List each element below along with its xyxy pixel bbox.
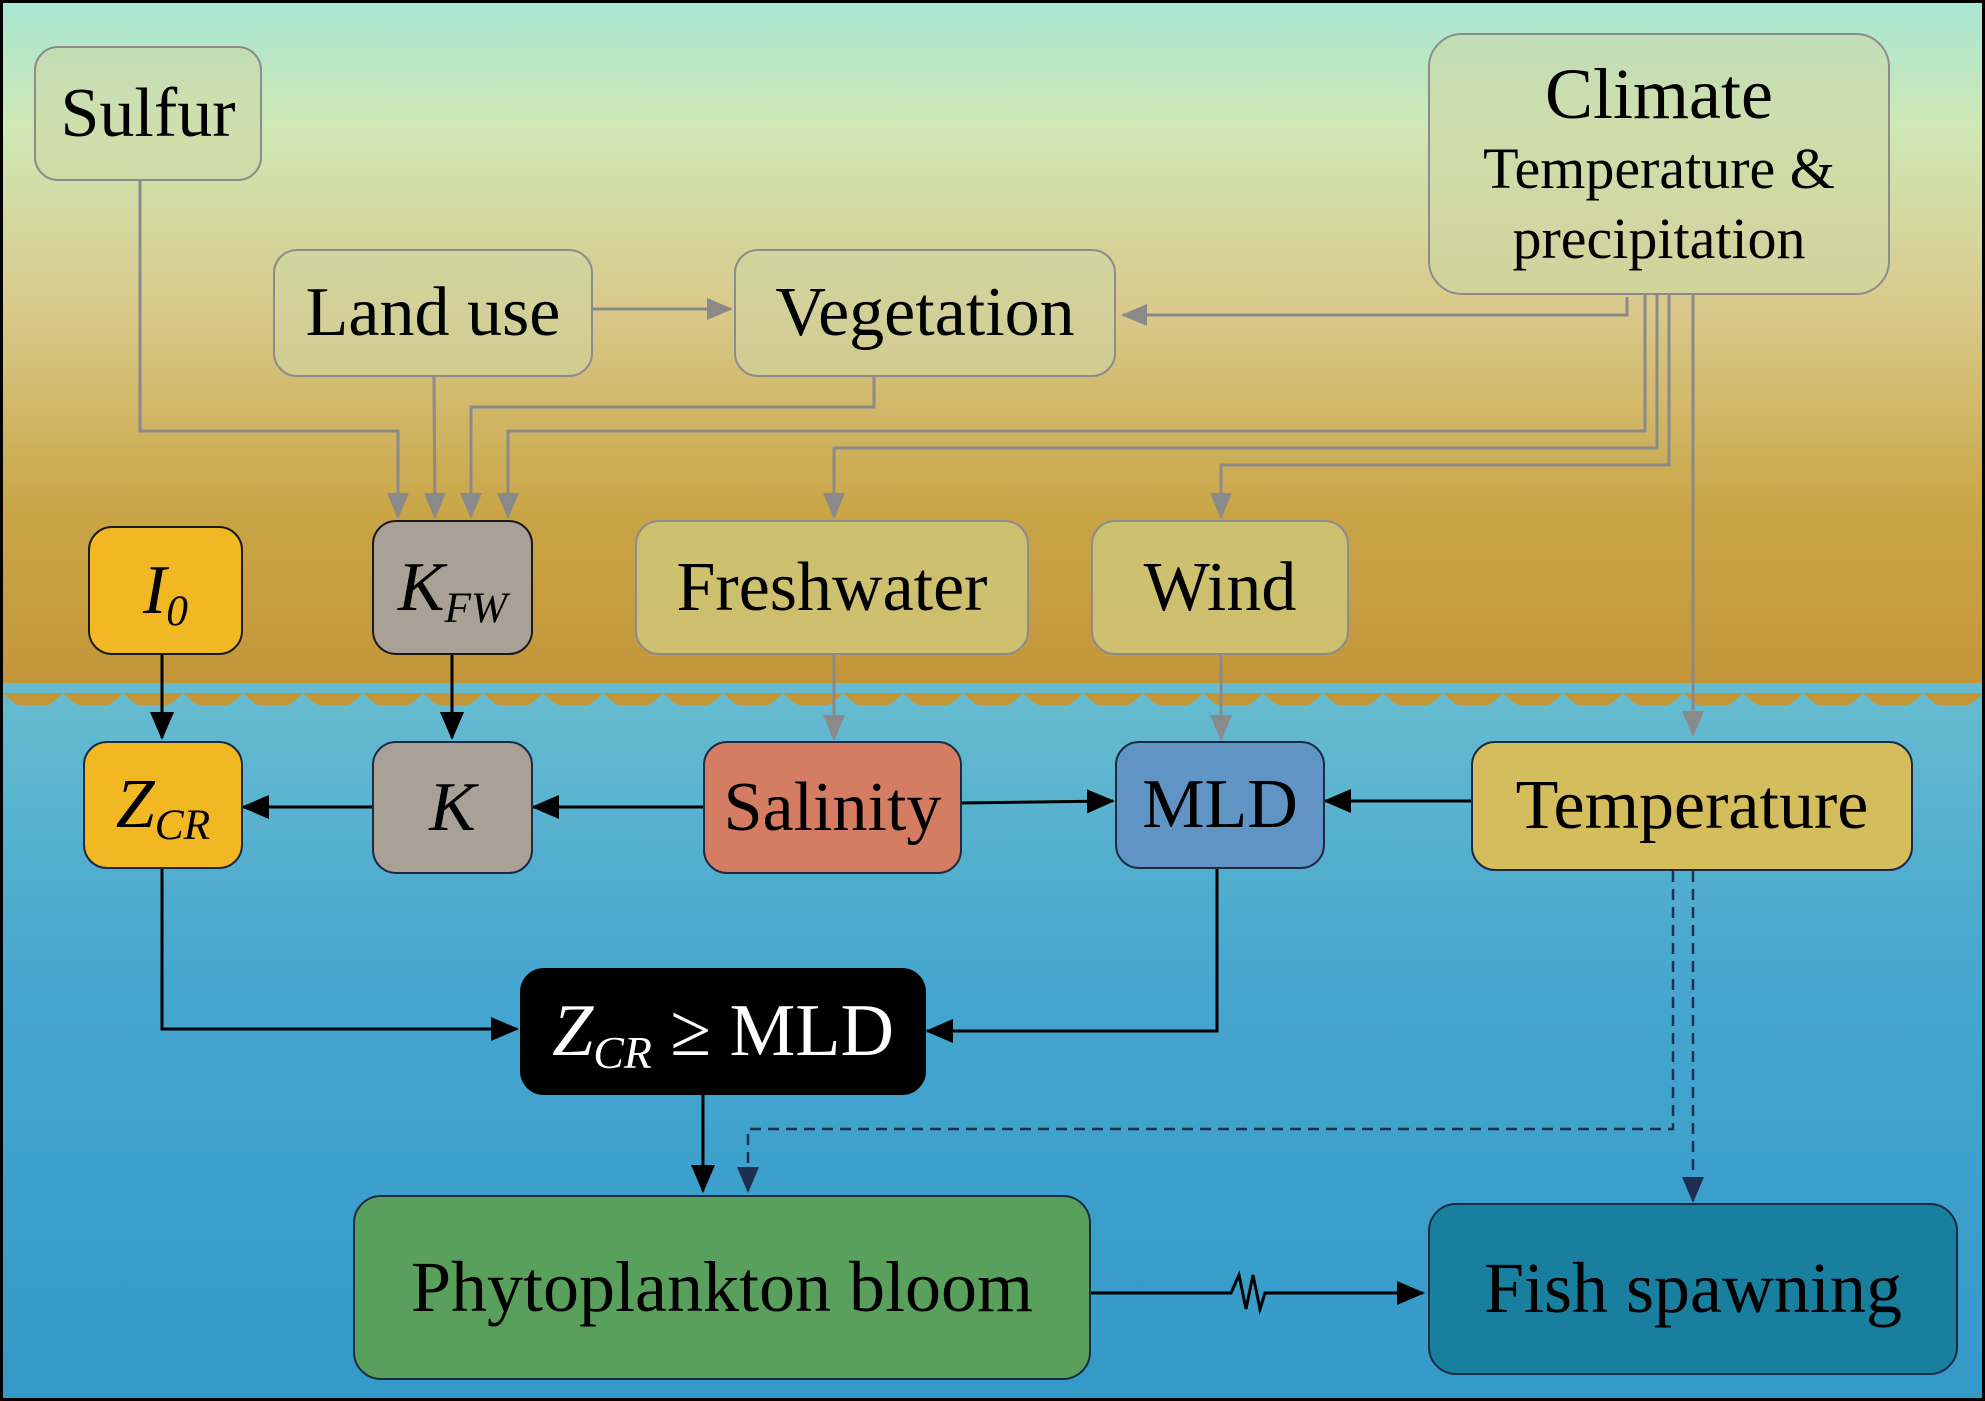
freshwater-label: Freshwater (676, 548, 988, 626)
connector-layer (138, 181, 1704, 1315)
condition-label: ZCR ≥ MLD (552, 989, 894, 1078)
kfw-node: KFW (372, 520, 533, 655)
wind-label: Wind (1143, 548, 1297, 626)
arrow-salinity-mld (961, 789, 1115, 814)
phytoplankton-bloom-label: Phytoplankton bloom (410, 1246, 1034, 1327)
mld-label: MLD (1142, 766, 1298, 844)
arrow-climate-freshwater (823, 295, 1659, 519)
fish-spawning-label: Fish spawning (1483, 1248, 1903, 1329)
vegetation-node: Vegetation (734, 249, 1116, 377)
zcr-node: ZCR (83, 741, 243, 869)
k-label: K (429, 768, 476, 846)
arrow-climate-vegetation (1121, 297, 1629, 326)
arrow-vegetation-kfw-a (460, 377, 876, 519)
condition-node: ZCR ≥ MLD (520, 968, 926, 1095)
zcr-label: ZCR (115, 766, 211, 850)
climate-subtitle-line2: precipitation (1512, 205, 1806, 271)
wind-node: Wind (1091, 520, 1349, 655)
phytoplankton-bloom-node: Phytoplankton bloom (353, 1195, 1091, 1380)
sulfur-node: Sulfur (34, 46, 262, 181)
waterline-waves (3, 683, 1982, 705)
arrow-temperature-bloom-dashed (737, 871, 1675, 1193)
arrow-climate-wind (1210, 295, 1671, 519)
arrow-sulfur-kfw (138, 181, 409, 519)
i0-label: I0 (142, 551, 188, 635)
arrow-vegetation-kfw-b (497, 295, 1647, 519)
arrow-bloom-fish (1091, 1270, 1425, 1315)
vegetation-label: Vegetation (775, 274, 1075, 352)
arrow-zcr-condition (160, 869, 519, 1041)
salinity-node: Salinity (703, 741, 962, 874)
fish-spawning-node: Fish spawning (1428, 1203, 1958, 1375)
climate-title: Climate (1545, 53, 1773, 134)
mld-node: MLD (1115, 741, 1325, 869)
arrow-landuse-kfw (423, 376, 446, 519)
temperature-node: Temperature (1471, 741, 1913, 871)
freshwater-node: Freshwater (635, 520, 1029, 655)
i0-node: I0 (88, 526, 243, 655)
climate-subtitle-line1: Temperature & (1483, 136, 1835, 201)
land-use-label: Land use (305, 274, 561, 352)
temperature-label: Temperature (1515, 767, 1869, 845)
land-use-node: Land use (273, 249, 593, 377)
k-node: K (372, 741, 533, 874)
kfw-label: KFW (397, 548, 508, 632)
salinity-label: Salinity (723, 768, 942, 846)
sulfur-label: Sulfur (60, 74, 236, 152)
arrow-mld-condition (925, 869, 1219, 1043)
climate-node: Climate Temperature & precipitation (1428, 33, 1890, 295)
